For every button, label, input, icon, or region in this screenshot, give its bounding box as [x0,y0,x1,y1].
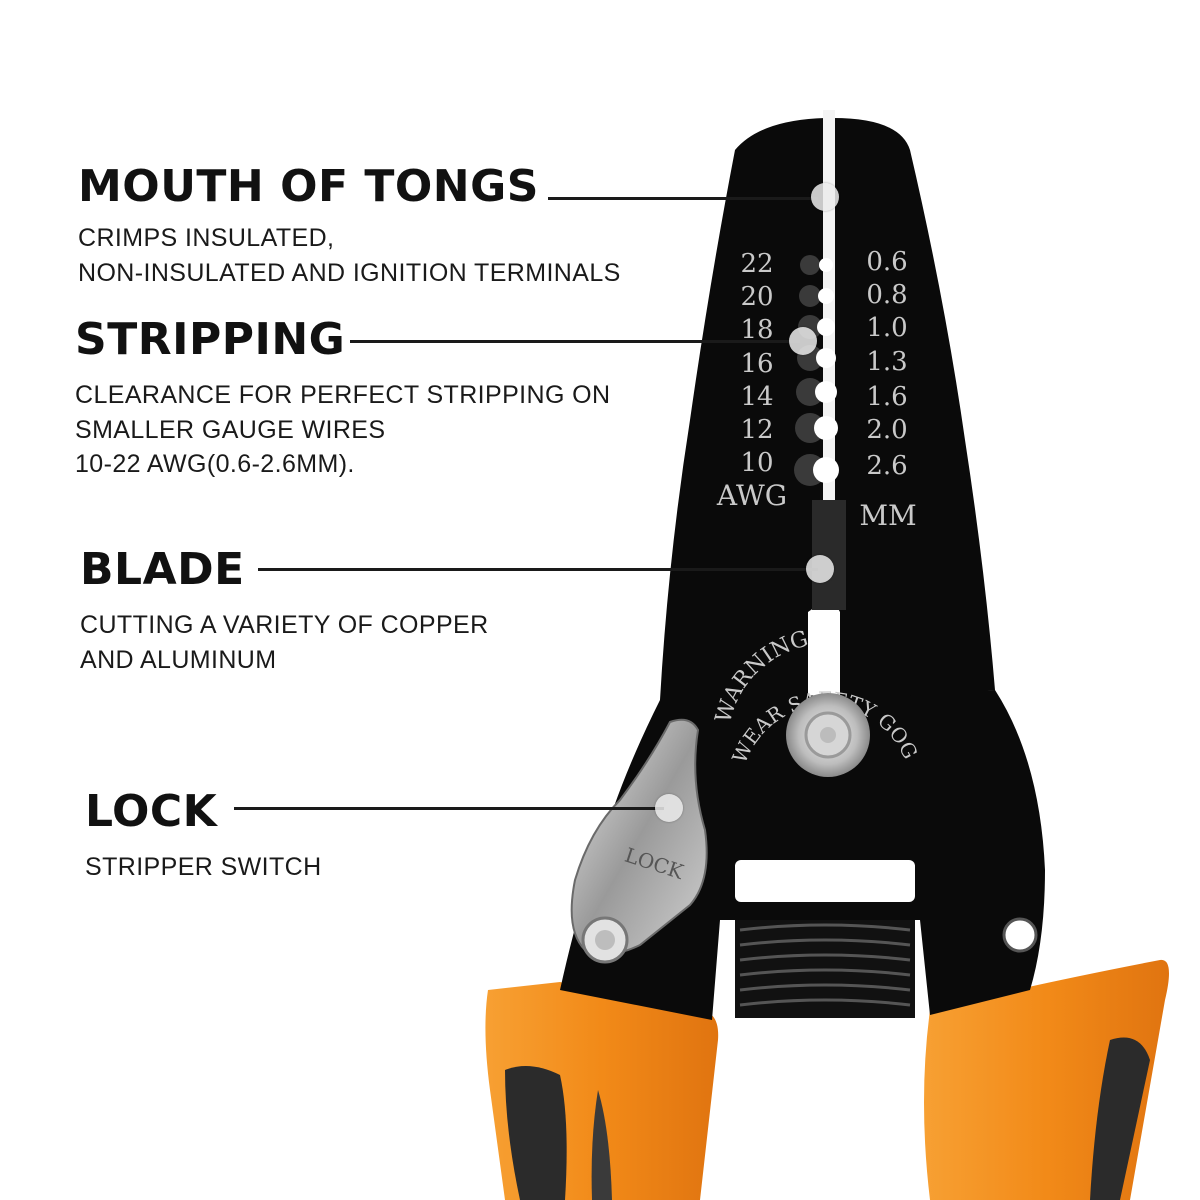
awg-tick: 12 [740,415,773,445]
pivot-bolt [786,693,870,777]
mm-tick: 0.8 [866,280,907,310]
mouth-description: CRIMPS INSULATED, NON-INSULATED AND IGNI… [78,221,621,290]
blade-marker-dot [806,555,834,583]
blade-desc-line: CUTTING A VARIETY OF COPPER [80,611,489,639]
stripping-holes [794,255,839,486]
blade-description: CUTTING A VARIETY OF COPPER AND ALUMINUM [80,608,489,677]
left-jaw [660,118,825,700]
lock-callout: LOCK STRIPPER SWITCH [85,790,322,885]
blade-callout: BLADE CUTTING A VARIETY OF COPPER AND AL… [80,548,489,677]
blade-leader-line [258,568,818,571]
mouth-desc-line: NON-INSULATED AND IGNITION TERMINALS [78,258,621,287]
awg-tick: 10 [740,448,773,478]
mm-tick: 1.0 [866,313,907,343]
lock-leader-line [234,807,664,810]
mm-tick: 2.0 [866,415,907,445]
stripping-marker-dot [789,327,817,355]
stripping-notch [800,255,820,275]
lock-title: LOCK [85,786,218,837]
stripping-description: CLEARANCE FOR PERFECT STRIPPING ON SMALL… [75,378,610,482]
blade-desc-line: AND ALUMINUM [80,645,277,674]
mm-tick: 0.6 [866,247,907,277]
mm-tick: 2.6 [866,451,907,481]
awg-tick: 14 [740,382,773,412]
stripping-leader-line [350,340,800,343]
lock-desc-line: STRIPPER SWITCH [85,853,322,881]
stripping-hole [817,318,835,336]
lock-lever: LOCK [570,718,708,964]
stripping-hole [814,416,838,440]
awg-unit: AWG [716,479,787,512]
stripping-hole [816,348,836,368]
stripping-notch [799,285,821,307]
blade-title: BLADE [80,544,245,595]
lock-marker-dot [655,794,683,822]
mouth-callout: MOUTH OF TONGS CRIMPS INSULATED, NON-INS… [78,165,621,290]
right-handle [924,959,1169,1200]
stripping-hole [813,457,839,483]
mm-unit: MM [859,499,916,532]
mouth-marker-dot [811,183,839,211]
stripping-desc-line: CLEARANCE FOR PERFECT STRIPPING ON [75,381,611,409]
stripping-hole [818,288,834,304]
stripping-callout: STRIPPING CLEARANCE FOR PERFECT STRIPPIN… [75,318,610,482]
awg-tick: 20 [740,282,773,312]
stripping-notch [796,378,824,406]
mouth-leader-line [548,197,818,200]
lock-description: STRIPPER SWITCH [85,850,322,885]
stripping-desc-line: SMALLER GAUGE WIRES [75,415,386,444]
stripping-hole [819,258,833,272]
mm-scale: 0.6 0.8 1.0 1.3 1.6 2.0 2.6 MM [859,247,916,532]
stripping-title: STRIPPING [75,314,346,365]
stripping-hole [815,381,837,403]
awg-tick: 16 [740,349,773,379]
right-jaw [833,118,995,700]
spring [735,918,915,1018]
hanging-hole [1002,917,1038,953]
mouth-title: MOUTH OF TONGS [78,161,539,212]
mouth-desc-line: CRIMPS INSULATED, [78,224,335,252]
mm-tick: 1.3 [866,347,907,377]
mm-tick: 1.6 [866,382,907,412]
handle-window [735,860,915,902]
stripping-desc-line: 10-22 AWG(0.6-2.6MM). [75,450,355,478]
awg-tick: 22 [740,249,773,279]
left-handle [485,982,719,1200]
